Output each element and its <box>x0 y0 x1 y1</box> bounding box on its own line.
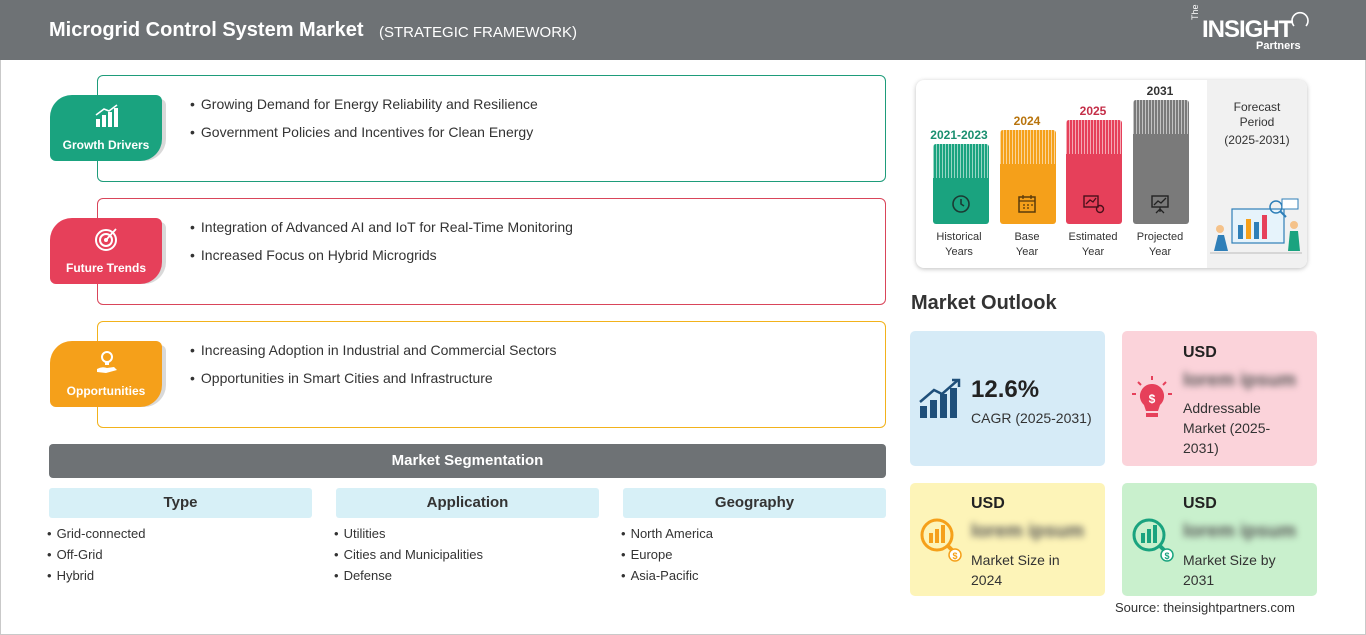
logo-the: The <box>1190 4 1200 20</box>
list-item: Grid-connected <box>47 526 146 541</box>
list-item: Hybrid <box>47 568 145 583</box>
list-item: Utilities <box>334 526 483 541</box>
label-line: Addressable <box>1183 400 1261 416</box>
timeline-year-base: 2024 <box>1013 114 1041 128</box>
growth-chart-icon <box>95 104 118 127</box>
timeline-year-estimated: 2025 <box>1079 104 1107 118</box>
label-line: Market Size by <box>1183 552 1276 568</box>
size-2031-label: Market Size by 2031 <box>1183 550 1276 590</box>
list-item: Cities and Municipalities <box>334 547 483 562</box>
growth-drivers-list: Growing Demand for Energy Reliability an… <box>190 96 538 152</box>
list-item: Defense <box>334 568 483 583</box>
timeline-label-line2: Year <box>1015 246 1039 258</box>
badge-label: Future Trends <box>65 261 146 275</box>
brand-logo[interactable]: The INSIGHT Partners <box>1190 4 1320 54</box>
svg-text:$: $ <box>952 551 957 561</box>
segment-list-geography: North America Europe Asia-Pacific <box>621 526 713 589</box>
timeline-label-line2: Year <box>1081 246 1105 258</box>
list-item: Integration of Advanced AI and IoT for R… <box>190 219 573 235</box>
list-item: Increased Focus on Hybrid Microgrids <box>190 247 573 263</box>
list-item: North America <box>621 526 713 541</box>
page-title: Microgrid Control System Market <box>49 19 364 41</box>
list-item: Asia-Pacific <box>621 568 713 583</box>
timeline-label-line1: Historical <box>936 231 982 243</box>
timeline-label-line2: Year <box>1148 246 1172 258</box>
label-line: 2024 <box>971 572 1003 588</box>
list-item: Increasing Adoption in Industrial and Co… <box>190 342 557 358</box>
segment-list-type: Grid-connected Off-Grid Hybrid <box>47 526 146 589</box>
header-bar: Microgrid Control System Market (STRATEG… <box>0 0 1366 60</box>
timeline-year-projected: 2031 <box>1146 84 1174 98</box>
timeline-label-line1: Projected <box>1136 231 1184 243</box>
size-2024-value: lorem ipsum <box>971 521 1084 542</box>
label-line: 2031 <box>1183 572 1215 588</box>
segment-heading-application: Application <box>336 488 599 518</box>
magnifier-dollar-icon: $ <box>920 518 962 562</box>
timeline-year-historical: 2021-2023 <box>930 128 988 142</box>
svg-text:$: $ <box>1164 551 1169 561</box>
list-item: Off-Grid <box>47 547 145 562</box>
size-2024-label: Market Size in 2024 <box>971 550 1060 590</box>
opportunities-badge: Opportunities <box>50 341 162 407</box>
magnifier-dollar-icon: $ <box>1132 518 1174 562</box>
growth-drivers-box: Growing Demand for Energy Reliability an… <box>97 75 886 182</box>
segment-list-application: Utilities Cities and Municipalities Defe… <box>334 526 483 589</box>
cagr-value: 12.6% <box>971 376 1040 403</box>
forecast-range: (2025-2031) <box>1224 133 1290 147</box>
future-trends-badge: Future Trends <box>50 218 162 284</box>
size-2031-value: lorem ipsum <box>1183 521 1296 542</box>
growth-drivers-badge: Growth Drivers <box>50 95 162 161</box>
badge-label: Opportunities <box>66 384 146 398</box>
presentation-icon <box>1151 195 1169 214</box>
size-2024-currency: USD <box>971 495 1005 512</box>
cagr-label: CAGR (2025-2031) <box>971 410 1092 426</box>
growth-chart-icon <box>919 378 961 418</box>
page-subtitle: (STRATEGIC FRAMEWORK) <box>379 24 578 41</box>
calendar-icon <box>1018 195 1036 213</box>
badge-label: Growth Drivers <box>62 138 150 152</box>
analytics-illustration-icon <box>1210 198 1302 254</box>
timeline-label-line1: Estimated <box>1068 231 1118 243</box>
list-item: Europe <box>621 547 713 562</box>
market-outlook-title: Market Outlook <box>911 292 1057 314</box>
list-item: Government Policies and Incentives for C… <box>190 124 538 140</box>
future-trends-box: Integration of Advanced AI and IoT for R… <box>97 198 886 305</box>
segment-heading-type: Type <box>49 488 312 518</box>
timeline-bar-historical <box>933 144 989 224</box>
label-line: Market Size in <box>971 552 1060 568</box>
list-item: Opportunities in Smart Cities and Infras… <box>190 370 557 386</box>
timeline-bar-projected <box>1133 100 1189 224</box>
future-trends-list: Integration of Advanced AI and IoT for R… <box>190 219 573 275</box>
label-line: Market (2025- <box>1183 420 1271 436</box>
timeline-label-line1: Base <box>1014 231 1040 243</box>
source-link[interactable]: Source: theinsightpartners.com <box>1115 600 1295 615</box>
target-icon <box>95 228 117 251</box>
opportunities-list: Increasing Adoption in Industrial and Co… <box>190 342 557 398</box>
list-item: Growing Demand for Energy Reliability an… <box>190 96 538 112</box>
svg-text:$: $ <box>1149 392 1156 406</box>
segment-heading-geography: Geography <box>623 488 886 518</box>
forecast-label-period: Period <box>1239 115 1275 129</box>
label-line: 2031) <box>1183 440 1219 456</box>
lightbulb-dollar-icon: $ <box>1132 376 1172 417</box>
addressable-value: lorem ipsum <box>1183 370 1296 391</box>
segmentation-title: Market Segmentation <box>49 444 886 478</box>
logo-arc-icon <box>1291 11 1309 27</box>
opportunities-box: Increasing Adoption in Industrial and Co… <box>97 321 886 428</box>
logo-insight: INSIGHT <box>1202 16 1293 43</box>
forecast-label: Forecast <box>1233 100 1281 114</box>
history-clock-icon <box>952 195 970 213</box>
timeline-label-line2: Years <box>945 246 973 258</box>
logo-partners: Partners <box>1256 40 1301 52</box>
addressable-currency: USD <box>1183 344 1217 361</box>
chart-gear-icon <box>1083 195 1105 214</box>
lightbulb-hand-icon <box>97 351 117 373</box>
size-2031-currency: USD <box>1183 495 1217 512</box>
